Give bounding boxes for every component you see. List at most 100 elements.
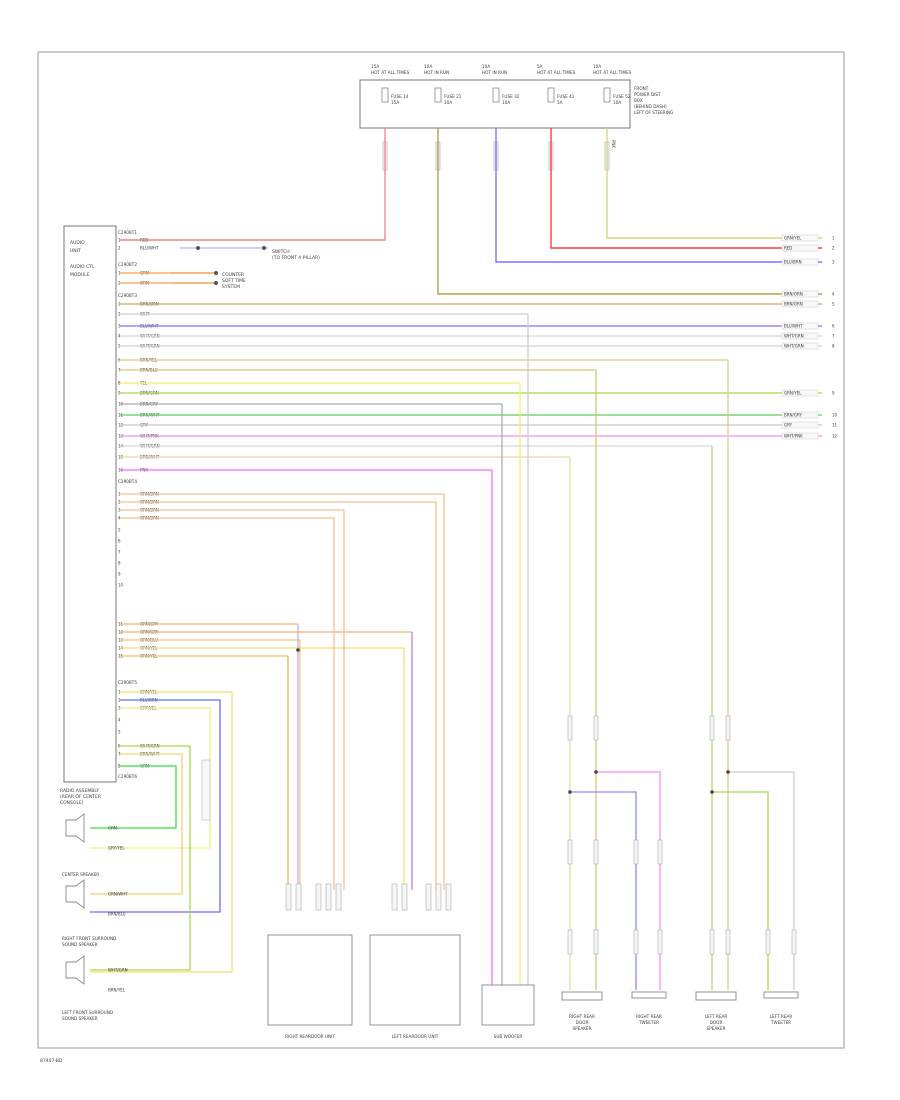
label-box xyxy=(781,244,819,252)
wire-label-box xyxy=(401,883,408,911)
pin-number: 8 xyxy=(118,381,121,386)
svg-text:SYSTEM: SYSTEM xyxy=(222,284,240,290)
fuse-amp: 10A xyxy=(444,100,452,105)
fuse-name: FUSE 21 xyxy=(444,94,462,99)
pin-number: 6 xyxy=(118,358,121,363)
svg-text:(TO FRONT A PILLAR): (TO FRONT A PILLAR) xyxy=(272,255,320,261)
component-box xyxy=(631,991,667,999)
wire-color-label: GRN/WHT xyxy=(108,892,128,897)
module-caption-line: RADIO ASSEMBLY xyxy=(60,788,99,794)
pin-row: 6 xyxy=(118,539,121,544)
module-label-line: MODULE xyxy=(70,272,90,278)
component-name: DOOR xyxy=(710,1020,723,1025)
wire-color-label: GRN xyxy=(108,826,117,831)
wire-label-box xyxy=(593,715,599,741)
label-box xyxy=(781,421,819,429)
wire-color-label: BLU/BRN xyxy=(784,260,802,265)
label-box xyxy=(781,322,819,330)
wire xyxy=(90,753,183,895)
splice-dot xyxy=(568,790,572,794)
wire-label-box xyxy=(725,715,731,741)
speaker-name: RIGHT FRONT SURROUND xyxy=(62,936,116,941)
pin-number: 2 xyxy=(118,281,121,286)
continuation-pin: 4 xyxy=(832,292,835,297)
fuse-power: HOT IN RUN xyxy=(482,70,507,75)
component-box xyxy=(763,991,799,999)
fuse-power: HOT IN RUN xyxy=(424,70,449,75)
fuse-power: HOT AT ALL TIMES xyxy=(537,70,576,75)
fuse-rating: 5A xyxy=(537,64,543,69)
wire-label-box xyxy=(285,883,292,911)
wire-label-box xyxy=(567,715,573,741)
pin-number: 1 xyxy=(118,492,121,497)
module-note: COUNTER SOFT TIME SYSTEM xyxy=(170,271,246,290)
pin-row: 5 xyxy=(118,528,121,533)
wire-label-box xyxy=(593,839,599,865)
fuse-power: HOT AT ALL TIMES xyxy=(593,70,632,75)
fuse-power: HOT AT ALL TIMES xyxy=(371,70,410,75)
splice-dot xyxy=(594,770,598,774)
fuse-rating: 10A xyxy=(424,64,432,69)
fuse-amp: 10A xyxy=(502,100,510,105)
module-caption-line: CONSOLE) xyxy=(60,800,84,806)
connector-label: C290BT3 xyxy=(118,293,137,298)
pin-number: 4 xyxy=(118,718,121,723)
wire-label-box xyxy=(435,883,442,911)
splice-dot xyxy=(296,648,300,652)
wire-label-box xyxy=(765,929,771,955)
component-name: TWEETER xyxy=(770,1020,791,1025)
pin-number: 7 xyxy=(118,550,121,555)
svg-text:SWITCH: SWITCH xyxy=(272,249,290,255)
connector-label: C290BT4 xyxy=(118,479,137,484)
component-name: LEFT REARDOOR UNIT xyxy=(392,1034,439,1039)
component-name: SPEAKER xyxy=(573,1026,592,1031)
connector-label: C290BT5 xyxy=(118,680,137,685)
wire-label-box xyxy=(325,883,332,911)
pin-number: 6 xyxy=(118,744,121,749)
fuse-name: FUSE 14 xyxy=(391,94,409,99)
wire-label-box xyxy=(335,883,342,911)
module-label-line: AUDIO CTL xyxy=(70,264,95,270)
fuse-icon xyxy=(381,87,389,103)
wire xyxy=(728,771,795,990)
pin-number: 9 xyxy=(118,391,121,396)
wire-label-box xyxy=(633,839,639,865)
pin-number: 2 xyxy=(118,500,121,505)
wire xyxy=(90,765,177,829)
pin-number: 4 xyxy=(118,516,121,521)
wire-color-label: BRN/YEL xyxy=(108,988,126,993)
fuse-amp: 10A xyxy=(613,100,621,105)
continuation-pin: 2 xyxy=(832,246,835,251)
fuse-box-label-line: FRONT xyxy=(634,86,649,91)
pin-number: 2 xyxy=(118,698,121,703)
continuation-pin: 10 xyxy=(832,413,838,418)
wire-label-box xyxy=(725,929,731,955)
component-box xyxy=(369,934,461,1026)
pin-number: 7 xyxy=(118,752,121,757)
label-box xyxy=(781,290,819,298)
wire-color-label: WHT/GRN xyxy=(108,968,128,973)
component-name: SUB WOOFER xyxy=(494,1034,523,1039)
continuation-pin: 8 xyxy=(832,344,835,349)
component-name: RIGHT REAR xyxy=(569,1014,595,1019)
continuation-pin: 7 xyxy=(832,334,835,339)
speaker-name: SOUND SPEAKER xyxy=(62,942,98,947)
pin-number: 3 xyxy=(118,324,121,329)
pin-number: 4 xyxy=(118,334,121,339)
branch-wires xyxy=(285,314,797,990)
pin-number: 5 xyxy=(118,730,121,735)
wire-label-box xyxy=(657,839,663,865)
component-2: LEFT REARDOOR UNIT xyxy=(369,934,461,1039)
wire-label-box xyxy=(657,929,663,955)
wire-color-label: BRN/GRY xyxy=(784,413,802,418)
